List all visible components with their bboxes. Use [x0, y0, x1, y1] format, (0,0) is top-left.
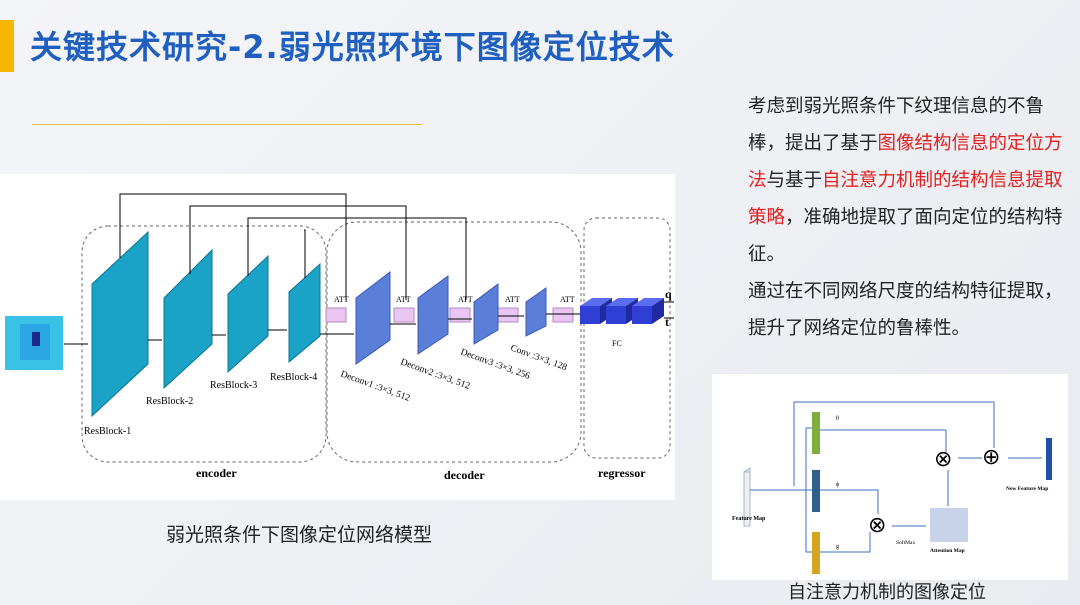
attention-diagram-caption: 自注意力机制的图像定位 — [788, 582, 986, 603]
skip-connection-4 — [304, 229, 306, 278]
skip-connection-3 — [247, 217, 467, 300]
deconv-2-label: Deconv2 :3×3, 512 — [399, 357, 471, 392]
decoder-label: decoder — [444, 468, 485, 482]
conv-block — [525, 287, 547, 337]
fc-block-2-top — [606, 298, 638, 306]
network-diagram: ResBlock-1 ResBlock-2 ResBlock-3 ResBloc… — [5, 193, 674, 482]
softmax-label: SoftMax — [896, 539, 916, 546]
new-feature-map-label: New Feature Map — [1006, 486, 1048, 492]
fc-block-3-side — [652, 298, 664, 324]
deconv-1 — [355, 270, 391, 365]
line-phi — [820, 489, 879, 514]
encoder-label: encoder — [196, 466, 237, 480]
attention-diagram-panel: Feature Map θ ϕ g ⊗ ⊗ ⊕ SoftMax Attentio… — [712, 374, 1068, 580]
title-accent-bar — [0, 20, 14, 72]
att-3 — [449, 307, 471, 323]
resblock-3-label: ResBlock-3 — [210, 380, 257, 391]
skip-connection-2 — [189, 205, 407, 300]
output-t: t — [665, 315, 669, 329]
resblock-2-label: ResBlock-2 — [146, 396, 193, 407]
resblock-1 — [91, 230, 149, 418]
attention-diagram: Feature Map θ ϕ g ⊗ ⊗ ⊕ SoftMax Attentio… — [732, 401, 1052, 574]
theta-block — [812, 412, 820, 454]
description-text-4: 通过在不同网络尺度的结构特征提取，提升了网络定位的鲁棒性。 — [748, 281, 1063, 339]
resblock-2 — [163, 248, 213, 390]
resblock-4 — [288, 262, 321, 364]
page-title: 关键技术研究-2.弱光照环境下图像定位技术 — [30, 28, 675, 66]
resblock-4-label: ResBlock-4 — [270, 372, 317, 383]
phi-block — [812, 470, 820, 512]
attention-map-block — [930, 508, 968, 542]
deconv-2 — [417, 275, 449, 355]
network-diagram-caption: 弱光照条件下图像定位网络模型 — [166, 524, 433, 546]
output-q: q — [665, 287, 672, 301]
fc-block-2 — [606, 306, 626, 324]
description-text-2: 与基于 — [766, 170, 823, 191]
skip-connection-1 — [119, 193, 347, 300]
multiply-op-1: ⊗ — [934, 446, 952, 471]
line-g — [820, 532, 871, 553]
description-text-1: 考虑到弱光照条件下纹理信息的不鲁棒，提出了基于 — [748, 96, 1045, 154]
att-label-5: ATT — [560, 295, 575, 304]
add-op: ⊕ — [982, 444, 1000, 469]
feature-map-label: Feature Map — [732, 516, 766, 522]
fc-block-1 — [580, 306, 600, 324]
att-label-1: ATT — [334, 295, 349, 304]
att-label-4: ATT — [505, 295, 520, 304]
att-1 — [325, 307, 347, 323]
multiply-op-2: ⊗ — [868, 512, 886, 537]
fc-block-3-top — [632, 298, 664, 306]
input-image-core — [32, 332, 40, 346]
highlight-attention-strategy: 自注意力机制的结构信息提取策略 — [748, 170, 1063, 228]
decoder-box — [326, 221, 582, 463]
regressor-box — [583, 217, 671, 459]
new-feature-map-block — [1046, 438, 1052, 480]
deconv-3 — [473, 283, 499, 345]
att-5 — [552, 307, 574, 323]
g-block — [812, 532, 820, 574]
highlight-structure-method: 图像结构信息的定位方法 — [748, 133, 1063, 191]
deconv-1-label: Deconv1 :3×3, 512 — [339, 369, 411, 404]
description-paragraph: 考虑到弱光照条件下纹理信息的不鲁棒，提出了基于图像结构信息的定位方法与基于自注意… — [748, 88, 1068, 347]
fc-block-1-top — [580, 298, 612, 306]
phi-label: ϕ — [836, 482, 839, 488]
attention-map-label: Attention Map — [930, 548, 965, 554]
regressor-label: regressor — [598, 466, 646, 480]
g-label: g — [836, 544, 839, 550]
att-label-3: ATT — [458, 295, 473, 304]
theta-label: θ — [836, 416, 839, 422]
att-4 — [497, 307, 519, 323]
fc-label: FC — [612, 339, 622, 348]
description-text-3: ，准确地提取了面向定位的结构特征。 — [748, 207, 1063, 265]
line-residual — [793, 401, 995, 486]
att-label-2: ATT — [396, 295, 411, 304]
resblock-3 — [227, 254, 269, 374]
fc-block-3 — [632, 306, 652, 324]
title-underline — [32, 124, 422, 125]
network-diagram-panel: ResBlock-1 ResBlock-2 ResBlock-3 ResBloc… — [0, 174, 675, 500]
att-2 — [393, 307, 415, 323]
resblock-1-label: ResBlock-1 — [84, 426, 131, 437]
